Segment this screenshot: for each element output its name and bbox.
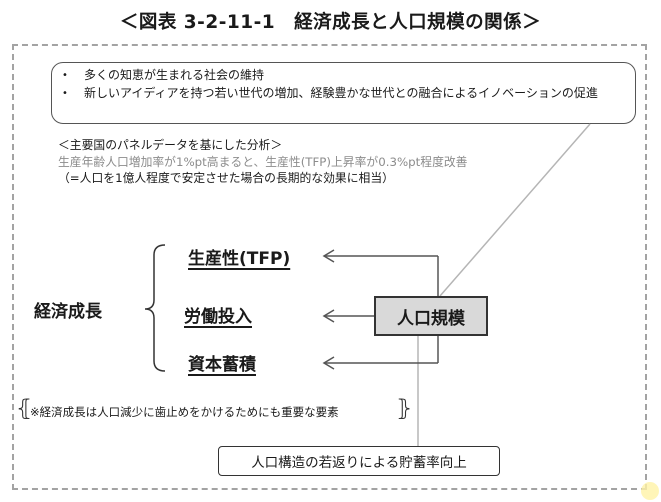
bullet-mark: •	[62, 87, 68, 99]
curly-brace	[144, 244, 166, 372]
arrowhead-labor	[322, 309, 335, 323]
analysis-line-2: （=人口を1億人程度で安定させた場合の長期的な効果に相当）	[58, 171, 394, 185]
population-label: 人口規模	[397, 308, 465, 329]
economic-growth-label: 経済成長	[34, 302, 102, 322]
analysis-line-1: 生産年齢人口増加率が1%pt高まると、生産性(TFP)上昇率が0.3%pt程度改…	[58, 154, 468, 169]
note-bracket-right: ⦄	[396, 396, 413, 421]
bullet-text: 多くの知恵が生まれる社会の維持	[84, 68, 265, 82]
bullet-item: • 新しいアイディアを持つ若い世代の増加、経験豊かな世代との融合によるイノベーシ…	[62, 85, 625, 103]
page-marker	[641, 482, 659, 500]
factor-capital: 資本蓄積	[188, 355, 256, 375]
population-box: 人口規模	[374, 296, 488, 336]
dashed-frame	[12, 44, 647, 490]
gray-connector-diagonal	[439, 123, 591, 297]
figure-title: ＜図表 3-2-11-1 経済成長と人口規模の関係＞	[119, 12, 542, 33]
bullet-box: • 多くの知恵が生まれる社会の維持 • 新しいアイディアを持つ若い世代の増加、経…	[51, 62, 636, 124]
savings-box: 人口構造の若返りによる貯蓄率向上	[218, 446, 500, 476]
bullet-text: 新しいアイディアを持つ若い世代の増加、経験豊かな世代との融合によるイノベーション…	[84, 85, 598, 100]
factor-labor: 労働投入	[184, 307, 252, 327]
arrowhead-tfp	[322, 249, 335, 263]
factor-tfp: 生産性(TFP)	[188, 249, 291, 269]
analysis-block: ＜主要国のパネルデータを基にした分析＞ 生産年齢人口増加率が1%pt高まると、生…	[58, 137, 467, 187]
bullet-item: • 多くの知恵が生まれる社会の維持	[62, 67, 625, 85]
note-text: ※経済成長は人口減少に歯止めをかけるためにも重要な要素	[30, 405, 339, 419]
arrowhead-capital	[322, 356, 335, 370]
analysis-heading: ＜主要国のパネルデータを基にした分析＞	[58, 138, 283, 152]
note-bracket-left: ⦃	[16, 396, 33, 421]
bullet-mark: •	[62, 70, 68, 81]
savings-label: 人口構造の若返りによる貯蓄率向上	[251, 455, 467, 471]
